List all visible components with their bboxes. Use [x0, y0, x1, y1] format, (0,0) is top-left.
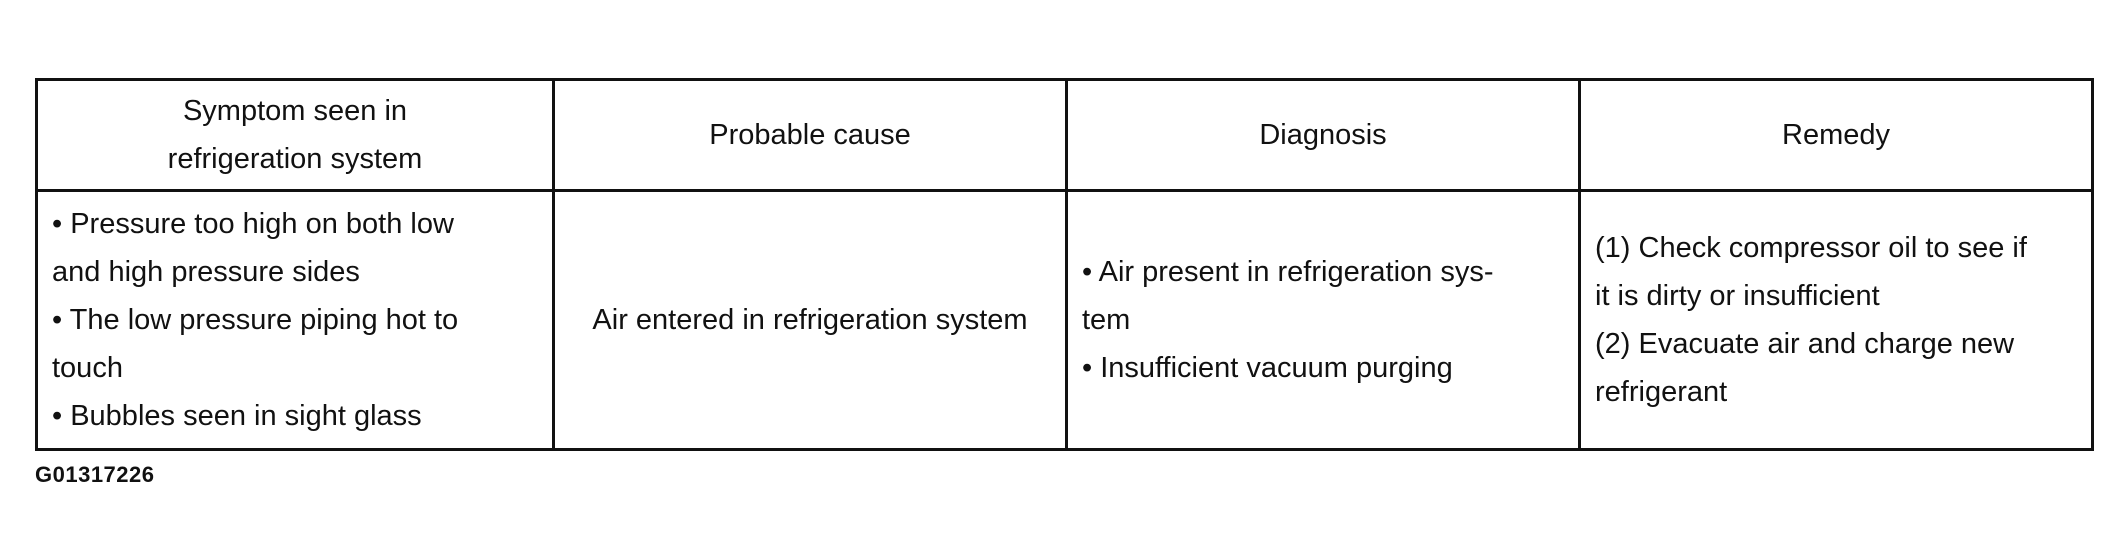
symptom-line: • Bubbles seen in sight glass — [52, 400, 422, 432]
remedy-line: it is dirty or insufficient — [1595, 280, 1880, 312]
header-diagnosis: Diagnosis — [1065, 78, 1581, 192]
header-symptom: Symptom seen in refrigeration system — [35, 78, 555, 192]
table-header-row: Symptom seen in refrigeration system Pro… — [35, 78, 2094, 192]
diagnosis-cell: • Air present in refrigeration sys- tem … — [1065, 189, 1581, 451]
symptom-line: • The low pressure piping hot to — [52, 304, 459, 336]
table-row: • Pressure too high on both low and high… — [35, 189, 2094, 451]
header-probable-cause: Probable cause — [552, 78, 1068, 192]
diagnosis-line: • Insufficient vacuum purging — [1082, 352, 1453, 384]
header-diagnosis-label: Diagnosis — [1259, 119, 1387, 151]
diagnosis-table: Symptom seen in refrigeration system Pro… — [35, 78, 2094, 451]
remedy-cell: (1) Check compressor oil to see if it is… — [1578, 189, 2094, 451]
remedy-line: (2) Evacuate air and charge new — [1595, 328, 2015, 360]
symptom-line: and high pressure sides — [52, 256, 360, 288]
symptom-line: touch — [52, 352, 123, 384]
figure-id: G01317226 — [35, 462, 155, 487]
diagnosis-line: tem — [1082, 304, 1131, 336]
header-symptom-line-2: refrigeration system — [167, 143, 423, 175]
remedy-line: refrigerant — [1595, 376, 1728, 408]
probable-cause-cell: Air entered in refrigeration system — [552, 189, 1068, 451]
diagnosis-line: • Air present in refrigeration sys- — [1082, 256, 1494, 288]
remedy-line: (1) Check compressor oil to see if — [1595, 232, 2027, 264]
probable-cause-text: Air entered in refrigeration system — [592, 304, 1028, 336]
header-symptom-line-1: Symptom seen in — [182, 95, 408, 127]
header-remedy-label: Remedy — [1782, 119, 1890, 151]
symptom-line: • Pressure too high on both low — [52, 208, 454, 240]
header-probable-cause-label: Probable cause — [709, 119, 911, 151]
symptom-cell: • Pressure too high on both low and high… — [35, 189, 555, 451]
header-remedy: Remedy — [1578, 78, 2094, 192]
